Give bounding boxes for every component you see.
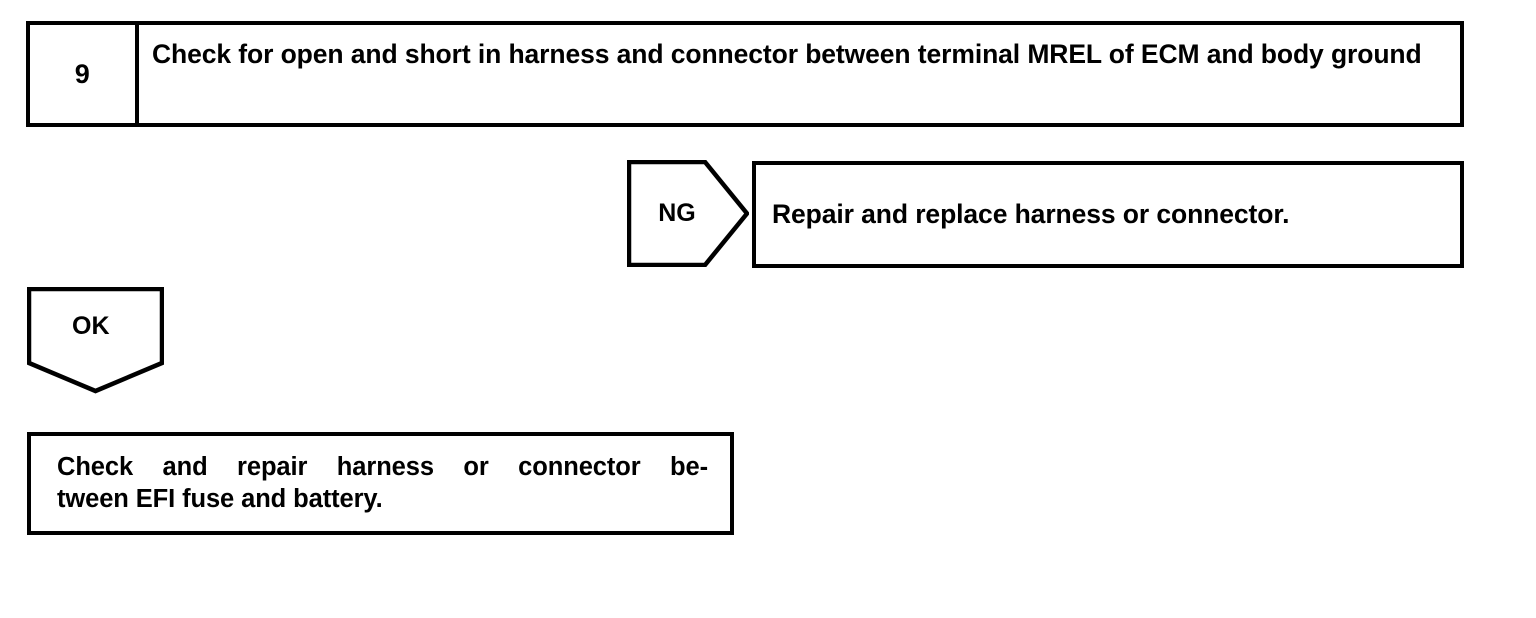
ok-result-line-2: tween EFI fuse and battery. <box>57 484 383 513</box>
ng-result-box: Repair and replace harness or connector. <box>752 161 1464 268</box>
ok-result-line-1: Check and repair harness or connector be… <box>57 453 708 482</box>
ng-result-text: Repair and replace harness or connector. <box>772 198 1290 229</box>
ok-label: OK <box>72 311 110 340</box>
ng-label: NG <box>658 199 696 227</box>
ng-branch-arrow: NG <box>627 160 749 267</box>
arrow-down-pentagon-icon <box>27 287 164 394</box>
ok-branch-arrow: OK <box>27 287 164 394</box>
step-title: Check for open and short in harness and … <box>152 39 1422 69</box>
ok-result-box: Check and repair harness or connector be… <box>27 432 734 535</box>
step-number: 9 <box>74 58 91 89</box>
ok-result-text: Check and repair harness or connector be… <box>31 452 730 514</box>
step-title-cell: Check for open and short in harness and … <box>139 25 1460 123</box>
step-header-box: 9 Check for open and short in harness an… <box>26 21 1464 127</box>
arrow-right-pentagon-icon <box>627 160 749 267</box>
step-number-cell: 9 <box>30 25 139 123</box>
